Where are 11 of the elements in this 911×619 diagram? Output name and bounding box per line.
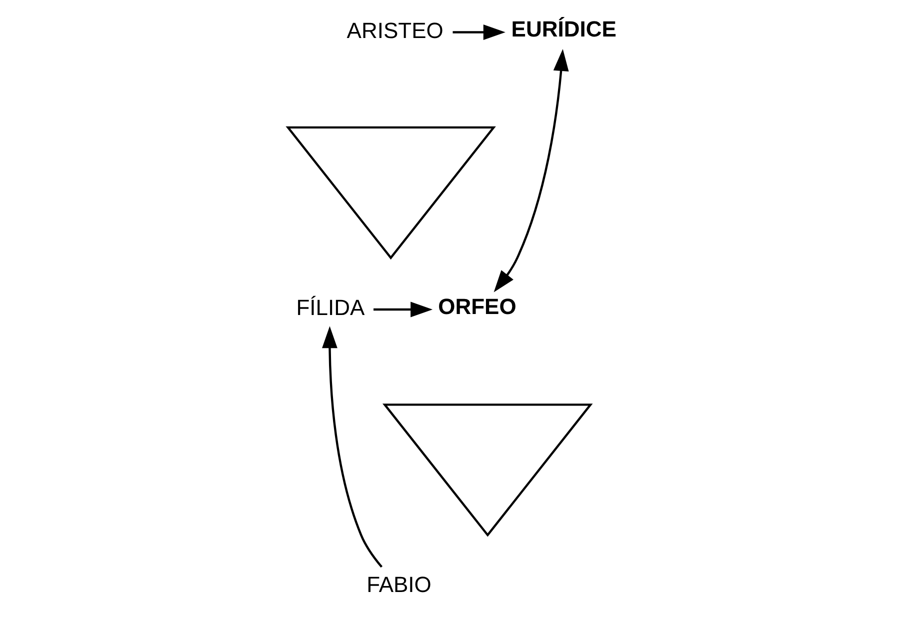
node-triangle <box>285 126 496 260</box>
arrow <box>322 326 382 568</box>
arrow <box>373 302 432 318</box>
node-text: ARISTEO <box>346 18 443 43</box>
node-text: EURÍDICE <box>510 16 616 42</box>
arrow <box>493 48 568 292</box>
node-text: ORFEO <box>438 294 516 319</box>
arrow <box>452 24 505 40</box>
node-text: FÍLIDA <box>296 295 364 320</box>
node-text: FABIO <box>366 572 431 598</box>
node-triangle <box>382 404 592 537</box>
